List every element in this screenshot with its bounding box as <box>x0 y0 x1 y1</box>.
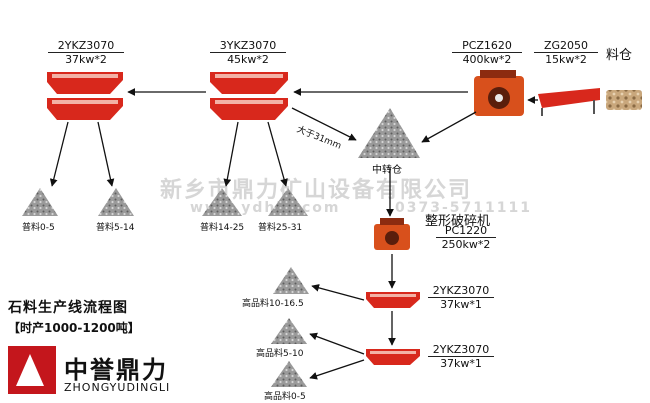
hammer-crusher-machine <box>474 70 524 116</box>
hammer-crusher-name: PCZ1620 <box>452 39 522 53</box>
arrow-screenleft-to-p2 <box>97 121 115 187</box>
screen-mid-power: 45kw*2 <box>227 53 269 66</box>
pile-p2 <box>98 188 134 216</box>
screen-lower2-label: 2YKZ3070 37kw*1 <box>428 343 494 370</box>
pile-h3 <box>271 361 307 387</box>
product-label-p4: 普料25-31 <box>258 223 303 233</box>
arrow-screenmid-to-p3 <box>223 121 239 187</box>
screen-lower2-machine <box>366 349 420 365</box>
screen-lower1-label: 2YKZ3070 37kw*1 <box>428 284 494 311</box>
arrow-screen1-to-h1 <box>311 284 365 301</box>
screen-left-label: 2YKZ3070 37kw*2 <box>48 39 124 66</box>
arrow-screenleft-to-p1 <box>49 121 69 187</box>
shaping-crusher-name: PC1220 <box>436 224 496 238</box>
flow-arrows <box>49 88 538 380</box>
feeder-power: 15kw*2 <box>545 53 587 66</box>
pile-h1 <box>273 267 309 294</box>
product-label-p3: 普料14-25 <box>200 223 245 233</box>
brand-name-cn: 中誉鼎力 <box>64 356 168 384</box>
arrow-screenmid-to-p4 <box>267 121 288 187</box>
screen-mid-label: 3YKZ3070 45kw*2 <box>210 39 286 66</box>
pile-p3 <box>202 188 242 216</box>
feeder-name: ZG2050 <box>534 39 598 53</box>
raw-bin-label: 料仓 <box>606 48 633 63</box>
capacity-subtitle: 【时产1000-1200吨】 <box>8 321 140 335</box>
feeder-label: ZG2050 15kw*2 <box>534 39 598 66</box>
transfer-bin-pile <box>358 108 420 158</box>
diagram-title: 石料生产线流程图 <box>8 300 128 316</box>
company-watermark: 新乡市鼎力矿山设备有限公司 <box>160 178 473 203</box>
arrow-screen2-to-h3 <box>309 359 365 380</box>
hammer-crusher-power: 400kw*2 <box>462 53 512 66</box>
pile-p4 <box>268 188 308 216</box>
product-label-p1: 普料0-5 <box>22 223 55 233</box>
shaping-crusher-title: 整形破碎机 <box>425 214 491 229</box>
brand-logo-mark <box>8 346 56 394</box>
pile-h2 <box>271 318 307 344</box>
screen-left-power: 37kw*2 <box>65 53 107 66</box>
product-label-p2: 普料5-14 <box>96 223 135 233</box>
brand-name-en: ZHONGYUDINGLI <box>64 381 171 394</box>
transfer-bin-label: 中转仓 <box>372 165 402 176</box>
screen-lower1-machine <box>366 292 420 308</box>
arrow-screen2-to-h2 <box>309 332 365 355</box>
pile-p1 <box>22 188 58 216</box>
phone-watermark: 0373-5711111 <box>395 200 532 216</box>
product-label-h1: 高品料10-16.5 <box>242 299 304 309</box>
screen-left-name: 2YKZ3070 <box>48 39 124 53</box>
arrow-screenmid-to-bin <box>291 107 357 141</box>
screen-lower1-name: 2YKZ3070 <box>428 284 494 298</box>
screen-mid-machine <box>210 72 288 120</box>
hammer-crusher-label: PCZ1620 400kw*2 <box>452 39 522 66</box>
screen-mid-name: 3YKZ3070 <box>210 39 286 53</box>
feeder-machine <box>538 88 600 116</box>
raw-material-pile <box>606 90 642 110</box>
product-label-h3: 高品料0-5 <box>264 392 306 402</box>
screen-lower2-power: 37kw*1 <box>440 357 482 370</box>
screen-lower1-power: 37kw*1 <box>440 298 482 311</box>
product-label-h2: 高品料5-10 <box>256 349 304 359</box>
arrow-crusher-to-bin <box>421 111 477 143</box>
shaping-crusher-power: 250kw*2 <box>441 238 491 251</box>
screen-lower2-name: 2YKZ3070 <box>428 343 494 357</box>
shaping-crusher-label: PC1220 250kw*2 <box>436 224 496 251</box>
shaping-crusher-machine <box>374 218 410 250</box>
screen-left-machine <box>47 72 123 120</box>
